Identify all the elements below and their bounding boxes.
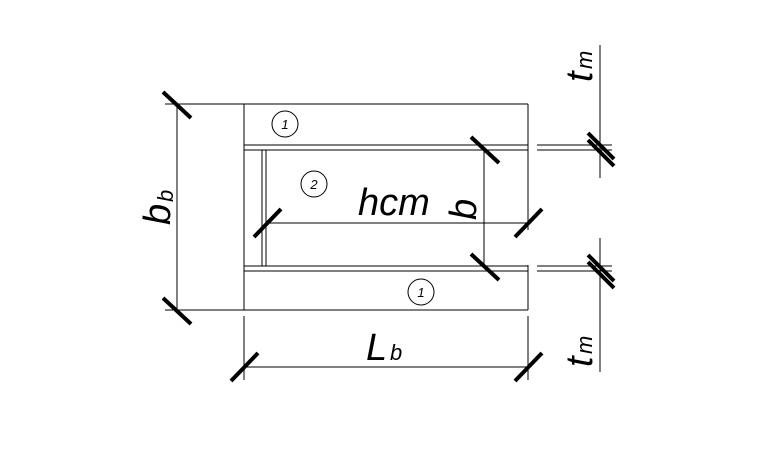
svg-text:1: 1 [281, 117, 288, 132]
tm-dimension [586, 45, 616, 372]
callout-web: 2 [300, 170, 328, 198]
svg-text:L: L [366, 327, 387, 369]
label-lb: L b [366, 327, 402, 369]
label-tm-bottom: t m [559, 336, 601, 367]
svg-text:2: 2 [309, 177, 318, 192]
callout-plate-bottom: 1 [407, 278, 435, 306]
svg-text:b: b [390, 340, 402, 365]
svg-text:m: m [572, 51, 597, 69]
section-outline [165, 103, 529, 311]
svg-text:b: b [443, 199, 485, 220]
svg-text:1: 1 [417, 285, 424, 300]
svg-text:b: b [153, 190, 178, 202]
lb-dimension [229, 316, 544, 383]
label-b: b [443, 199, 485, 220]
svg-text:t: t [559, 70, 601, 82]
bottom-plate-lines [244, 265, 612, 272]
b-dimension [469, 135, 501, 282]
label-bb: b b [137, 190, 179, 225]
label-hcm: hcm [358, 182, 430, 224]
svg-text:t: t [559, 355, 601, 367]
callout-plate-top: 1 [271, 110, 299, 138]
hcm-dimension [252, 207, 544, 239]
top-plate-lines [244, 144, 612, 151]
svg-text:m: m [572, 336, 597, 354]
svg-text:b: b [137, 204, 179, 225]
bb-dimension [161, 90, 193, 326]
label-tm-top: t m [559, 51, 601, 82]
